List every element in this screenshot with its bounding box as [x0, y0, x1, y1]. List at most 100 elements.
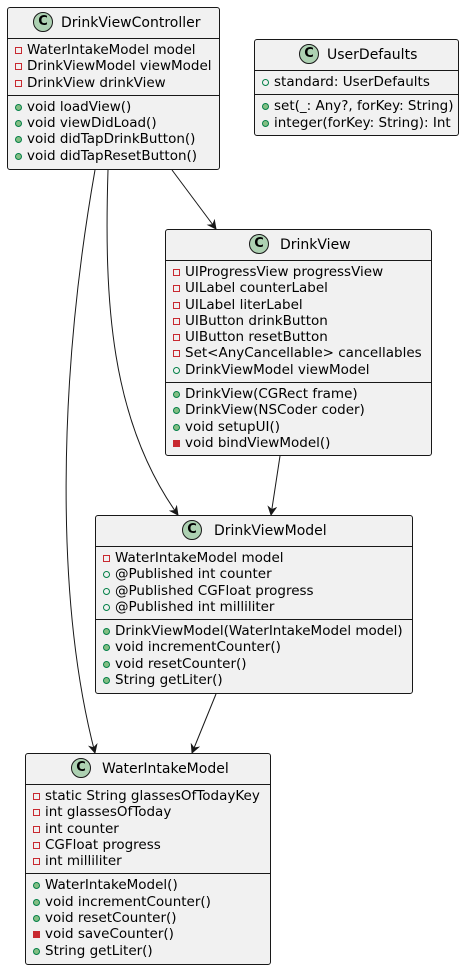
- method-row: void didTapDrinkButton(): [8, 131, 219, 147]
- public-marker: [33, 947, 40, 955]
- class-name: DrinkView: [280, 237, 351, 253]
- method-text: void resetCounter(): [45, 910, 177, 927]
- field-row: DrinkView drinkView: [8, 75, 219, 91]
- field-text: UILabel literLabel: [185, 296, 303, 313]
- arrow-controller-to-waterintakemodel: [65, 169, 98, 754]
- private-marker: [15, 47, 22, 54]
- field-row: UIButton resetButton: [166, 329, 431, 345]
- methods-section: DrinkViewModel(WaterIntakeModel model)vo…: [96, 619, 412, 692]
- method-row: WaterIntakeModel(): [26, 877, 270, 893]
- field-row: int glassesOfToday: [26, 804, 270, 820]
- method-text: String getLiter(): [115, 672, 223, 689]
- method-text: void didTapResetButton(): [27, 147, 198, 164]
- method-text: set(_: Any?, forKey: String): [274, 98, 454, 115]
- public-marker: [262, 103, 269, 111]
- field-text: @Published CGFloat progress: [115, 582, 314, 599]
- fields-section: WaterIntakeModel model@Published int cou…: [96, 547, 412, 619]
- public-marker: [33, 898, 40, 906]
- class-name: DrinkViewModel: [214, 523, 327, 539]
- class-name: WaterIntakeModel: [102, 761, 229, 777]
- method-row: DrinkView(CGRect frame): [166, 386, 431, 402]
- field-row: WaterIntakeModel model: [8, 42, 219, 58]
- field-text: UIProgressView progressView: [185, 264, 384, 280]
- public-field-marker: [103, 603, 110, 611]
- method-row: DrinkView(NSCoder coder): [166, 402, 431, 418]
- private-marker: [173, 350, 180, 358]
- field-row: UIButton drinkButton: [166, 313, 431, 329]
- field-text: UILabel counterLabel: [185, 280, 328, 297]
- field-row: Set<AnyCancellable> cancellables: [166, 345, 431, 361]
- private-marker: [33, 858, 40, 866]
- field-text: DrinkViewModel viewModel: [27, 58, 212, 75]
- arrow-controller-to-drinkview: [171, 169, 217, 230]
- field-text: DrinkViewModel viewModel: [185, 361, 370, 378]
- public-marker: [15, 152, 22, 160]
- field-text: static String glassesOfTodayKey: [45, 788, 260, 804]
- field-text: WaterIntakeModel model: [27, 42, 196, 58]
- private-marker: [33, 809, 40, 817]
- field-row: UILabel literLabel: [166, 297, 431, 313]
- method-text: void incrementCounter(): [115, 639, 281, 656]
- method-row: void incrementCounter(): [96, 639, 412, 655]
- field-text: int milliliter: [45, 853, 122, 870]
- public-marker: [103, 628, 110, 636]
- private-marker: [173, 317, 180, 325]
- public-marker: [33, 882, 40, 890]
- field-row: UIProgressView progressView: [166, 264, 431, 280]
- field-row: @Published int counter: [96, 566, 412, 582]
- field-row: @Published CGFloat progress: [96, 583, 412, 599]
- method-row: String getLiter(): [96, 672, 412, 688]
- public-marker: [103, 644, 110, 652]
- field-text: standard: UserDefaults: [274, 74, 430, 90]
- method-text: void viewDidLoad(): [27, 115, 157, 132]
- private-marker: [173, 334, 180, 342]
- class-water-intake-model: C WaterIntakeModel static String glassesOf…: [25, 753, 271, 965]
- method-text: DrinkViewModel(WaterIntakeModel model): [115, 623, 403, 640]
- method-text: void incrementCounter(): [45, 893, 211, 910]
- method-row: void loadView(): [8, 99, 219, 115]
- public-marker: [173, 407, 180, 415]
- method-text: WaterIntakeModel(): [45, 877, 178, 894]
- field-text: int counter: [45, 820, 119, 837]
- method-row: void bindViewModel(): [166, 435, 431, 451]
- arrow-controller-to-drinkviewmodel: [106, 169, 179, 516]
- class-header: C WaterIntakeModel: [26, 754, 270, 785]
- class-stereotype-icon: C: [71, 758, 91, 778]
- public-marker: [262, 119, 269, 127]
- method-row: integer(forKey: String): Int: [255, 115, 458, 131]
- public-field-marker: [103, 571, 110, 579]
- private-marker: [33, 841, 40, 849]
- method-row: void resetCounter(): [96, 656, 412, 672]
- public-marker: [173, 391, 180, 399]
- class-stereotype-icon: C: [33, 12, 53, 32]
- field-row: int counter: [26, 821, 270, 837]
- field-row: standard: UserDefaults: [255, 74, 458, 90]
- public-marker: [103, 660, 110, 668]
- field-text: CGFloat progress: [45, 836, 161, 853]
- method-row: void viewDidLoad(): [8, 115, 219, 131]
- public-marker: [173, 423, 180, 431]
- method-text: void setupUI(): [185, 418, 281, 435]
- field-row: CGFloat progress: [26, 837, 270, 853]
- public-marker: [15, 136, 22, 144]
- field-row: static String glassesOfTodayKey: [26, 788, 270, 804]
- field-text: @Published int counter: [115, 566, 272, 583]
- method-text: void loadView(): [27, 98, 132, 115]
- private-marker: [173, 301, 180, 309]
- method-row: void didTapResetButton(): [8, 148, 219, 164]
- field-row: WaterIntakeModel model: [96, 550, 412, 566]
- private-method-marker: [33, 931, 40, 939]
- field-text: WaterIntakeModel model: [115, 550, 284, 566]
- field-text: UIButton drinkButton: [185, 312, 328, 329]
- method-row: void resetCounter(): [26, 910, 270, 926]
- field-text: int glassesOfToday: [45, 804, 172, 821]
- method-row: String getLiter(): [26, 943, 270, 959]
